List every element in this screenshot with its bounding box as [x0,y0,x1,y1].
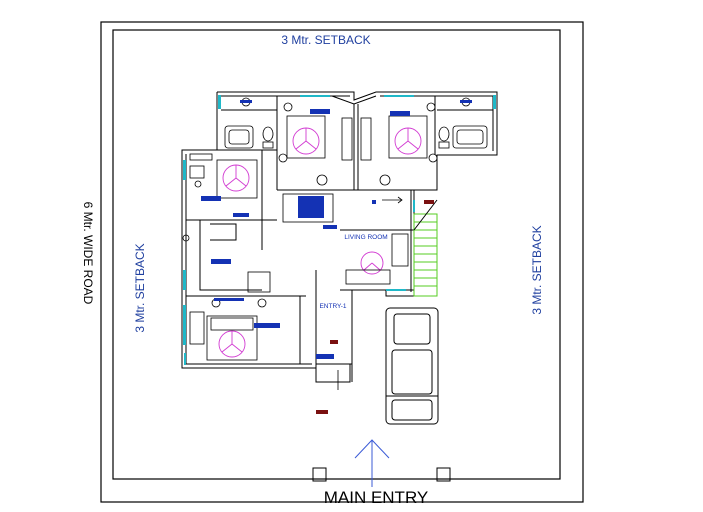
furniture [182,102,438,361]
windows [183,95,496,365]
setback-right-label: 3 Mtr. SETBACK [530,225,544,314]
red-marks [316,200,434,414]
room-label-blocks [201,100,472,359]
main-entry-label: MAIN ENTRY [324,488,429,507]
outer-wall-west [181,92,316,369]
beds [218,127,422,358]
gate-pillar-right [436,467,451,482]
setback-top-label: 3 Mtr. SETBACK [281,33,370,47]
setback-boundary [112,29,561,480]
entry-door-arrow-icon [337,196,403,390]
car-parking [385,307,439,425]
gate-pillar-left [312,467,327,482]
setback-left-label: 3 Mtr. SETBACK [133,243,147,332]
outer-boundary [100,21,584,503]
entry-1-label: ENTRY-1 [319,303,346,310]
road-label: 6 Mtr. WIDE ROAD [81,202,95,305]
living-room-label: LIVING ROOM [344,234,387,241]
entry-arrow-icon [354,439,390,487]
staircase [413,199,438,297]
